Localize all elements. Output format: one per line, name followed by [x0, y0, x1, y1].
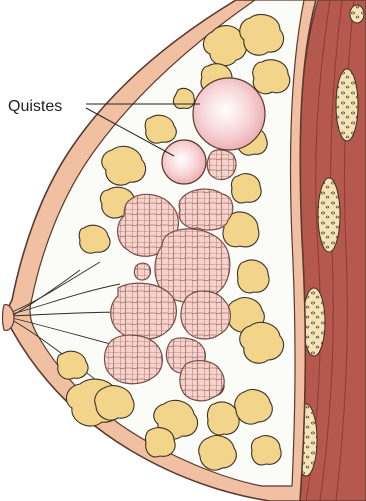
gland-lobule	[180, 361, 224, 401]
fat-lobule	[95, 386, 134, 420]
gland-lobule	[134, 263, 150, 280]
gland-lobule	[207, 150, 236, 180]
rib	[350, 5, 364, 23]
fat-lobule	[199, 436, 237, 470]
fat-lobule	[237, 260, 269, 293]
rib	[318, 178, 340, 252]
fat-lobule	[235, 390, 273, 424]
rib	[303, 288, 325, 356]
fat-lobule	[240, 14, 284, 55]
gland-lobule	[111, 283, 177, 339]
fat-lobule	[145, 428, 175, 457]
cyst-small	[162, 140, 206, 184]
cyst-large	[193, 78, 265, 150]
fat-lobule	[231, 174, 261, 203]
gland-lobule	[179, 189, 233, 230]
cysts-label: Quistes	[8, 98, 62, 115]
gland-lobule	[105, 335, 163, 384]
fat-lobule	[207, 402, 239, 435]
fat-lobule	[240, 322, 284, 363]
gland-lobule	[181, 291, 230, 339]
fat-lobule	[251, 436, 281, 465]
fat-lobule	[253, 60, 290, 94]
rib	[336, 69, 358, 141]
